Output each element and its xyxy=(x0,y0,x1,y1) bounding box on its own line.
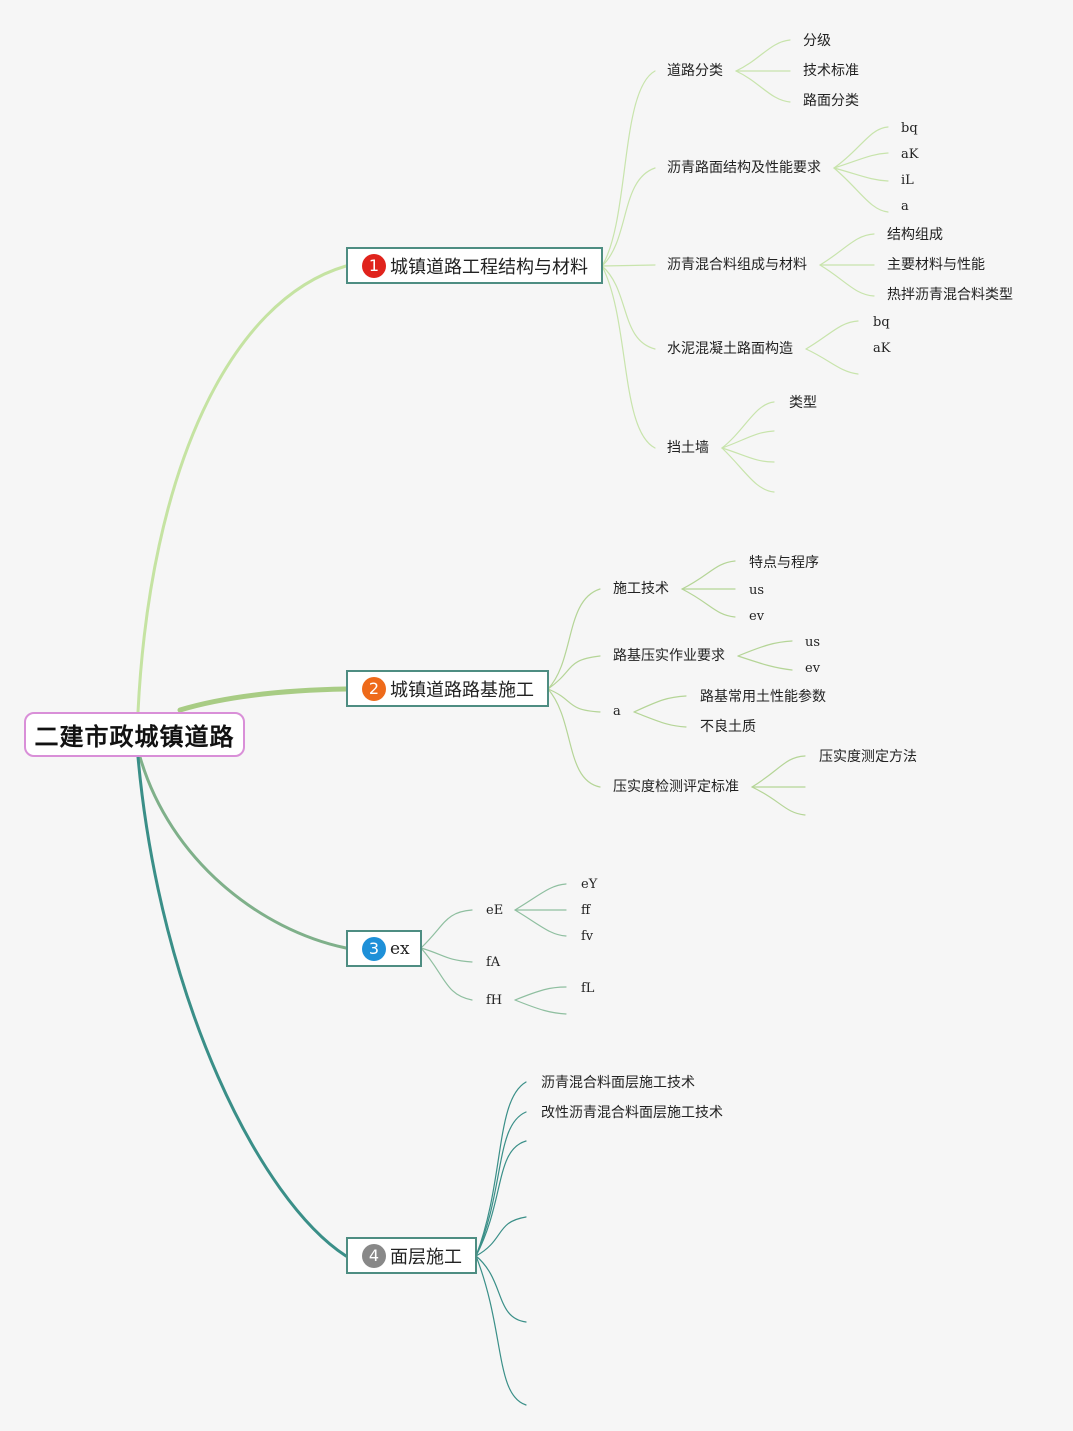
subtopic[interactable]: fA xyxy=(486,955,501,970)
branch-label: ex xyxy=(390,938,410,959)
subtopic[interactable]: 路基压实作业要求 xyxy=(613,648,725,664)
leaf-topic[interactable]: ev xyxy=(805,661,821,676)
leaf-topic[interactable]: 类型 xyxy=(789,395,817,411)
subtopic[interactable]: 施工技术 xyxy=(613,581,669,597)
leaf-topic[interactable]: 特点与程序 xyxy=(749,555,819,571)
leaf-topic[interactable]: bq xyxy=(873,315,890,330)
branch-2-topic[interactable]: 2 城镇道路路基施工 xyxy=(346,670,549,707)
subtopic[interactable]: 沥青混合料组成与材料 xyxy=(667,257,807,273)
number-1-icon: 1 xyxy=(362,253,386,278)
leaf-topic[interactable]: ev xyxy=(749,609,765,624)
leaf-topic[interactable]: bq xyxy=(901,121,918,136)
subtopic[interactable]: 沥青混合料面层施工技术 xyxy=(541,1075,695,1091)
leaf-topic[interactable]: 分级 xyxy=(803,33,831,49)
leaf-topic[interactable]: 不良土质 xyxy=(700,719,756,735)
leaf-topic[interactable]: aK xyxy=(873,341,891,356)
subtopic[interactable]: 水泥混凝土路面构造 xyxy=(667,341,793,357)
subtopic[interactable]: 压实度检测评定标准 xyxy=(613,779,739,795)
number-4-icon: 4 xyxy=(362,1243,386,1268)
leaf-topic[interactable]: 路基常用土性能参数 xyxy=(700,689,826,705)
leaf-topic[interactable]: eY xyxy=(581,877,598,892)
subtopic[interactable]: eE xyxy=(486,903,504,918)
leaf-topic[interactable]: ff xyxy=(581,903,591,918)
leaf-topic[interactable]: 路面分类 xyxy=(803,93,859,109)
leaf-topic[interactable]: iL xyxy=(901,173,914,188)
subtopic[interactable]: a xyxy=(613,704,621,719)
branch-4-topic[interactable]: 4 面层施工 xyxy=(346,1237,477,1274)
root-topic[interactable]: 二建市政城镇道路 xyxy=(24,712,245,757)
subtopic[interactable]: 改性沥青混合料面层施工技术 xyxy=(541,1105,723,1121)
leaf-topic[interactable]: fv xyxy=(581,929,594,944)
subtopic[interactable]: 道路分类 xyxy=(667,63,723,79)
branch-label: 城镇道路路基施工 xyxy=(390,679,534,701)
leaf-topic[interactable]: fL xyxy=(581,981,595,996)
subtopic[interactable]: 挡土墙 xyxy=(667,440,709,456)
leaf-topic[interactable]: a xyxy=(901,199,909,214)
leaf-topic[interactable]: us xyxy=(805,635,821,650)
number-2-icon: 2 xyxy=(362,676,386,701)
leaf-topic[interactable]: 主要材料与性能 xyxy=(887,257,985,273)
leaf-topic[interactable]: aK xyxy=(901,147,919,162)
leaf-topic[interactable]: us xyxy=(749,583,765,598)
leaf-topic[interactable]: 技术标准 xyxy=(803,63,859,79)
branch-1-topic[interactable]: 1 城镇道路工程结构与材料 xyxy=(346,247,603,284)
leaf-topic[interactable]: 压实度测定方法 xyxy=(819,749,917,765)
branch-3-topic[interactable]: 3 ex xyxy=(346,930,422,967)
branch-label: 面层施工 xyxy=(390,1246,462,1268)
branch-label: 城镇道路工程结构与材料 xyxy=(390,256,588,278)
leaf-topic[interactable]: 热拌沥青混合料类型 xyxy=(887,287,1013,303)
leaf-topic[interactable]: 结构组成 xyxy=(887,227,943,243)
subtopic[interactable]: 沥青路面结构及性能要求 xyxy=(667,160,821,176)
number-3-icon: 3 xyxy=(362,936,386,961)
subtopic[interactable]: fH xyxy=(486,993,503,1008)
